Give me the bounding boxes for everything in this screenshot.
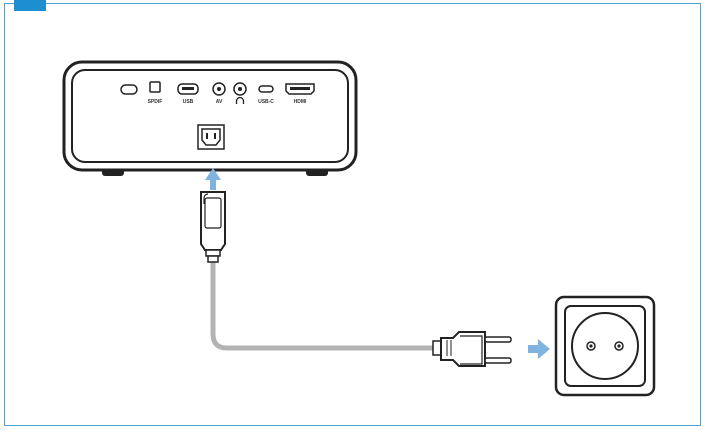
ac-power-inlet xyxy=(197,124,225,150)
wall-plug xyxy=(432,331,512,367)
wall-socket xyxy=(554,295,656,397)
headphone-icon xyxy=(235,96,245,104)
iec-connector xyxy=(200,191,226,263)
power-button-port xyxy=(120,84,138,95)
projector: SPDIF USB AV USB-C HDMI xyxy=(62,60,358,176)
section-tab xyxy=(14,0,46,11)
right-arrow-icon xyxy=(528,339,550,359)
power-cable xyxy=(210,262,440,351)
usb-label: USB xyxy=(183,99,194,105)
spdif-port xyxy=(149,81,161,93)
figure-frame xyxy=(4,3,701,426)
av-label: AV xyxy=(216,99,223,105)
hdmi-label: HDMI xyxy=(294,99,307,105)
usb-c-label: USB-C xyxy=(258,99,274,105)
usb-c-port xyxy=(258,85,274,93)
up-arrow-icon xyxy=(205,168,221,190)
spdif-label: SPDIF xyxy=(148,99,163,105)
